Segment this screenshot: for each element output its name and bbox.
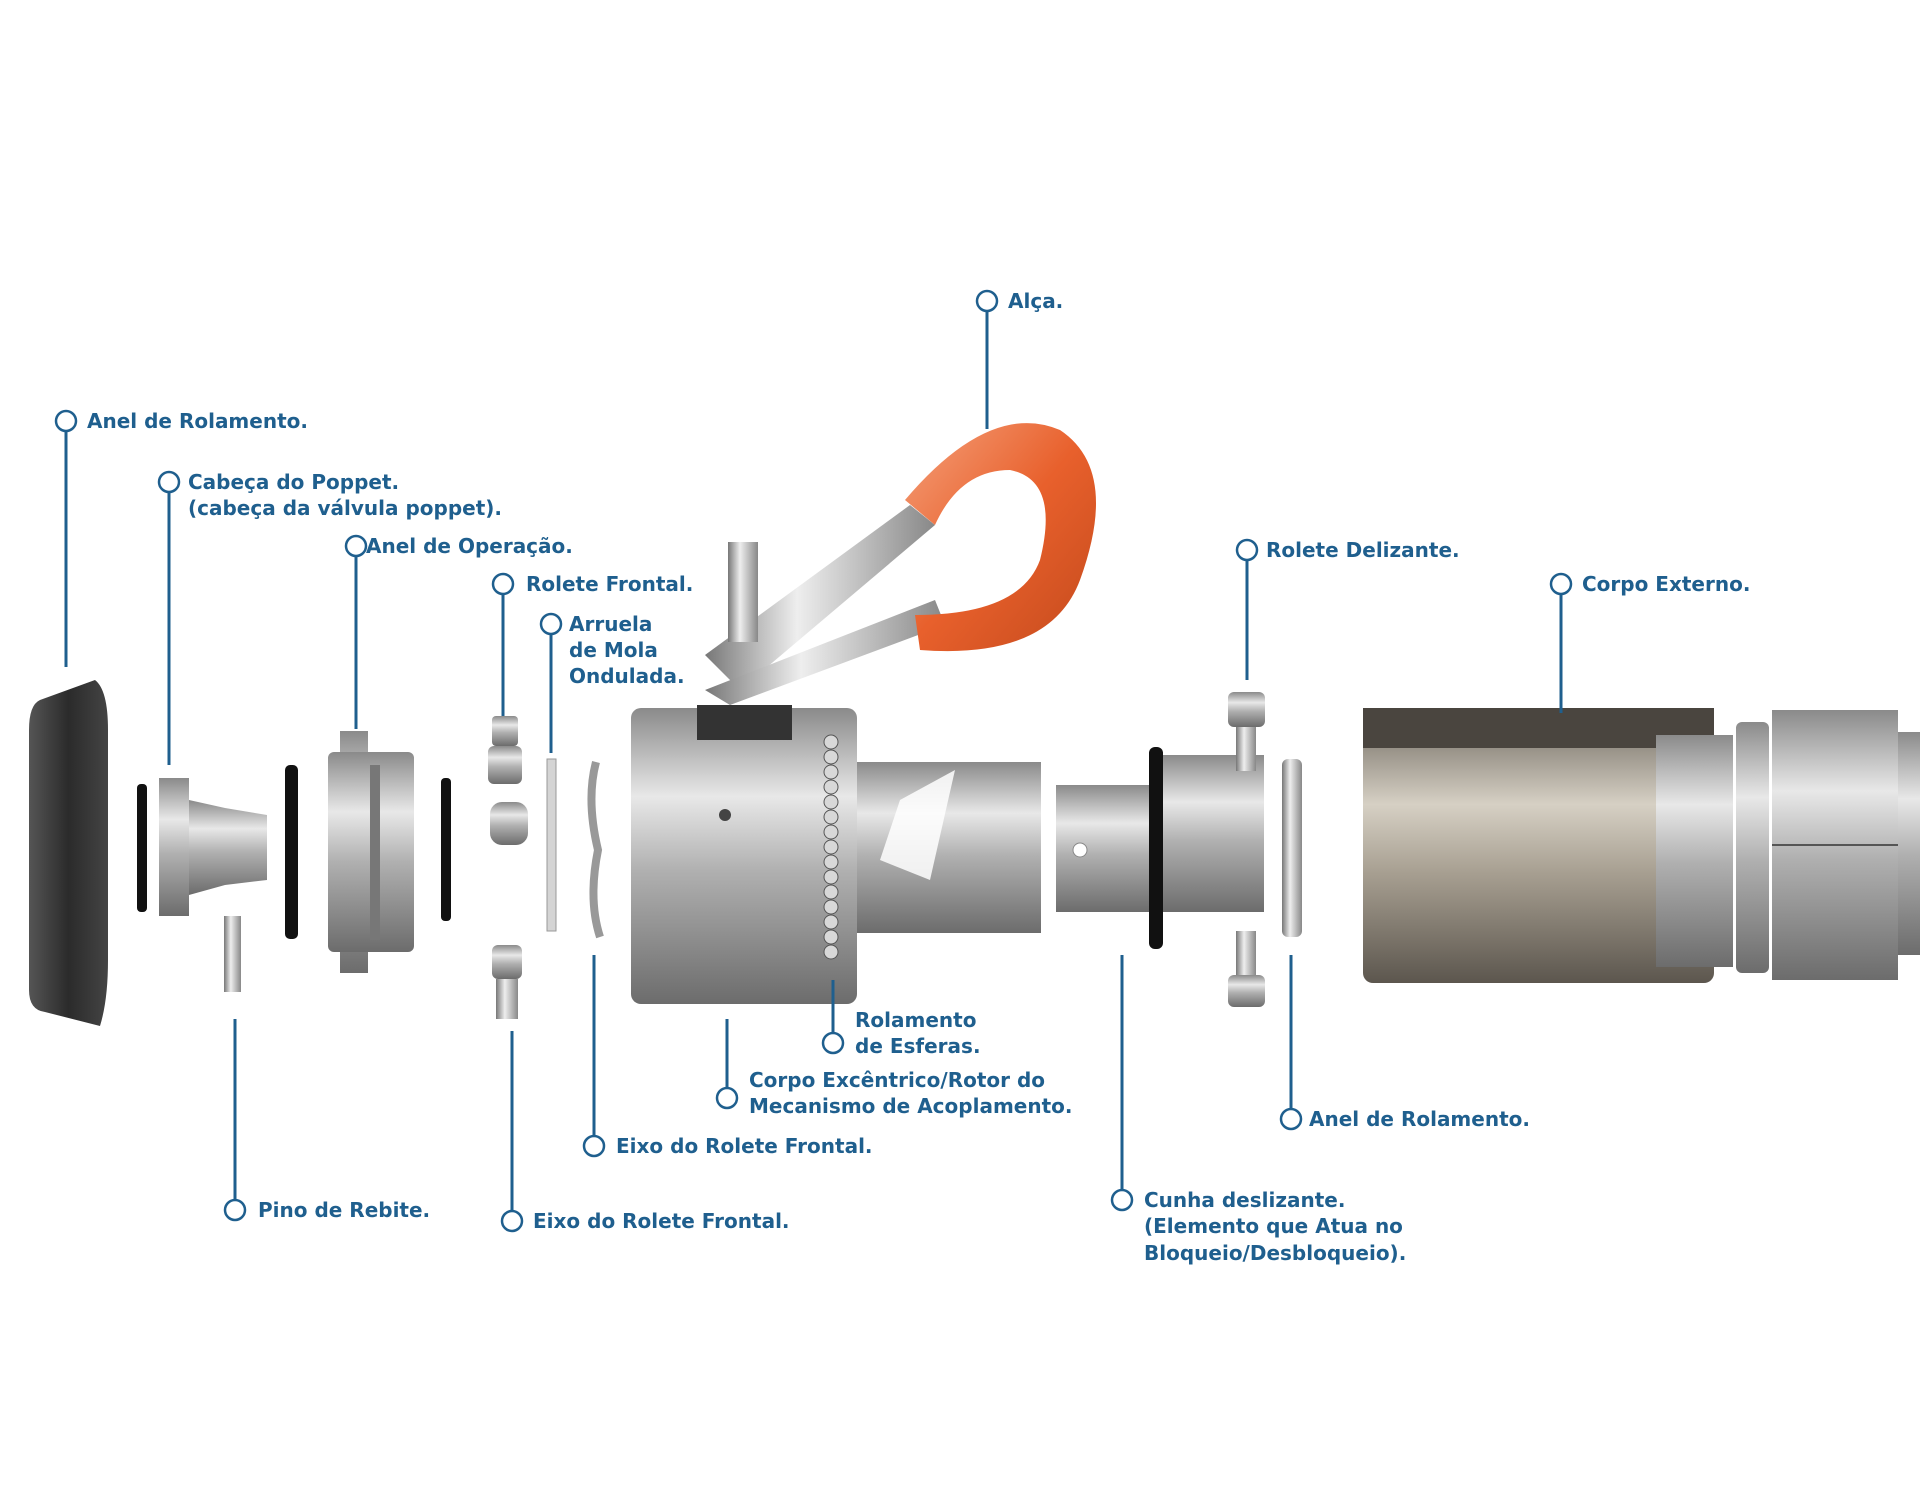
dark-end-cap [29, 680, 108, 1026]
callout-marker-icon [54, 409, 78, 433]
bearing-ball [823, 869, 839, 885]
bearing-ball [823, 944, 839, 960]
parts [29, 423, 1920, 1026]
callout-rolamento-esferas: Rolamento de Esferas. [821, 980, 981, 1058]
wave-washer-1 [546, 758, 557, 932]
label-cabeca-poppet: Cabeça do Poppet. [188, 470, 399, 494]
wave-washer-2 [587, 760, 604, 939]
label-rolete-frontal: Rolete Frontal. [526, 572, 693, 596]
callout-marker-icon [821, 1031, 845, 1055]
callout-pino-rebite: Pino de Rebite. [223, 1019, 430, 1222]
label-rolete-delizante: Rolete Delizante. [1266, 538, 1460, 562]
bearing-ring-disc [1282, 759, 1302, 937]
callout-eixo-rolete-2: Eixo do Rolete Frontal. [500, 1031, 790, 1233]
bearing-ball [823, 749, 839, 765]
callout-marker-icon [539, 612, 563, 636]
label-cunha-1: Cunha deslizante. [1144, 1188, 1345, 1212]
callout-marker-icon [1110, 1188, 1134, 1212]
callout-marker-icon [1235, 538, 1259, 562]
handle [705, 423, 1096, 705]
rivet-pin [224, 916, 241, 992]
label-alca: Alça. [1008, 289, 1063, 313]
sliding-rollers [1228, 692, 1265, 1007]
callout-rolete-frontal: Rolete Frontal. [491, 572, 693, 716]
callout-marker-icon [500, 1209, 524, 1233]
callout-marker-icon [157, 470, 181, 494]
callout-marker-icon [223, 1198, 247, 1222]
bearing-ball [823, 764, 839, 780]
callout-marker-icon [1549, 572, 1573, 596]
label-pino-rebite: Pino de Rebite. [258, 1198, 430, 1222]
o-ring-2 [285, 765, 298, 939]
sliding-wedge [1056, 747, 1264, 949]
operating-ring [328, 731, 414, 973]
poppet-head [159, 778, 267, 916]
bearing-ball [823, 839, 839, 855]
front-rollers [488, 716, 528, 1019]
label-anel-operacao: Anel de Operação. [366, 534, 573, 558]
bearing-ball [823, 779, 839, 795]
label-arruela-1: Arruela [569, 612, 652, 636]
label-anel-rolamento-top: Anel de Rolamento. [87, 409, 308, 433]
label-corpo-externo: Corpo Externo. [1582, 572, 1750, 596]
eccentric-body [631, 705, 1041, 1004]
outer-body [1363, 708, 1920, 983]
callout-marker-icon [582, 1134, 606, 1158]
callout-anel-rolamento-top: Anel de Rolamento. [54, 409, 308, 667]
bearing-ball [823, 929, 839, 945]
label-eixo-rolete-2: Eixo do Rolete Frontal. [533, 1209, 790, 1233]
callout-anel-operacao: Anel de Operação. [344, 534, 573, 729]
callout-eixo-rolete-1: Eixo do Rolete Frontal. [582, 955, 873, 1158]
label-rolamento-esferas-1: Rolamento [855, 1008, 976, 1032]
callout-arruela: Arruela de Mola Ondulada. [539, 612, 685, 753]
bearing-ball [823, 884, 839, 900]
label-rolamento-esferas-2: de Esferas. [855, 1034, 981, 1058]
callout-marker-icon [975, 289, 999, 313]
callout-rolete-delizante: Rolete Delizante. [1235, 538, 1460, 680]
bearing-ball [823, 809, 839, 825]
label-arruela-2: de Mola [569, 638, 658, 662]
callout-cunha: Cunha deslizante. (Elemento que Atua no … [1110, 955, 1406, 1265]
callout-marker-icon [1279, 1107, 1303, 1131]
o-ring-1 [137, 784, 147, 912]
label-anel-rolamento-bottom: Anel de Rolamento. [1309, 1107, 1530, 1131]
callout-alca: Alça. [975, 289, 1063, 429]
ball-bearing [823, 734, 839, 960]
callout-corpo-externo: Corpo Externo. [1549, 572, 1750, 713]
label-corpo-excentrico-1: Corpo Excêntrico/Rotor do [749, 1068, 1045, 1092]
label-cunha-3: Bloqueio/Desbloqueio). [1144, 1241, 1406, 1265]
bearing-ball [823, 899, 839, 915]
bearing-ball [823, 854, 839, 870]
callout-cabeca-poppet: Cabeça do Poppet. (cabeça da válvula pop… [157, 470, 502, 765]
callout-marker-icon [491, 572, 515, 596]
callout-marker-icon [344, 534, 368, 558]
bearing-ball [823, 824, 839, 840]
callout-corpo-excentrico: Corpo Excêntrico/Rotor do Mecanismo de A… [715, 1019, 1073, 1118]
bearing-ball [823, 914, 839, 930]
label-eixo-rolete-1: Eixo do Rolete Frontal. [616, 1134, 873, 1158]
label-cabeca-poppet-sub: (cabeça da válvula poppet). [188, 496, 502, 520]
bearing-ball [823, 794, 839, 810]
bearing-ball [823, 734, 839, 750]
label-corpo-excentrico-2: Mecanismo de Acoplamento. [749, 1094, 1073, 1118]
o-ring-3 [441, 778, 451, 921]
label-cunha-2: (Elemento que Atua no [1144, 1214, 1403, 1238]
callout-marker-icon [715, 1086, 739, 1110]
callout-anel-rolamento-bottom: Anel de Rolamento. [1279, 955, 1530, 1131]
label-arruela-3: Ondulada. [569, 664, 685, 688]
